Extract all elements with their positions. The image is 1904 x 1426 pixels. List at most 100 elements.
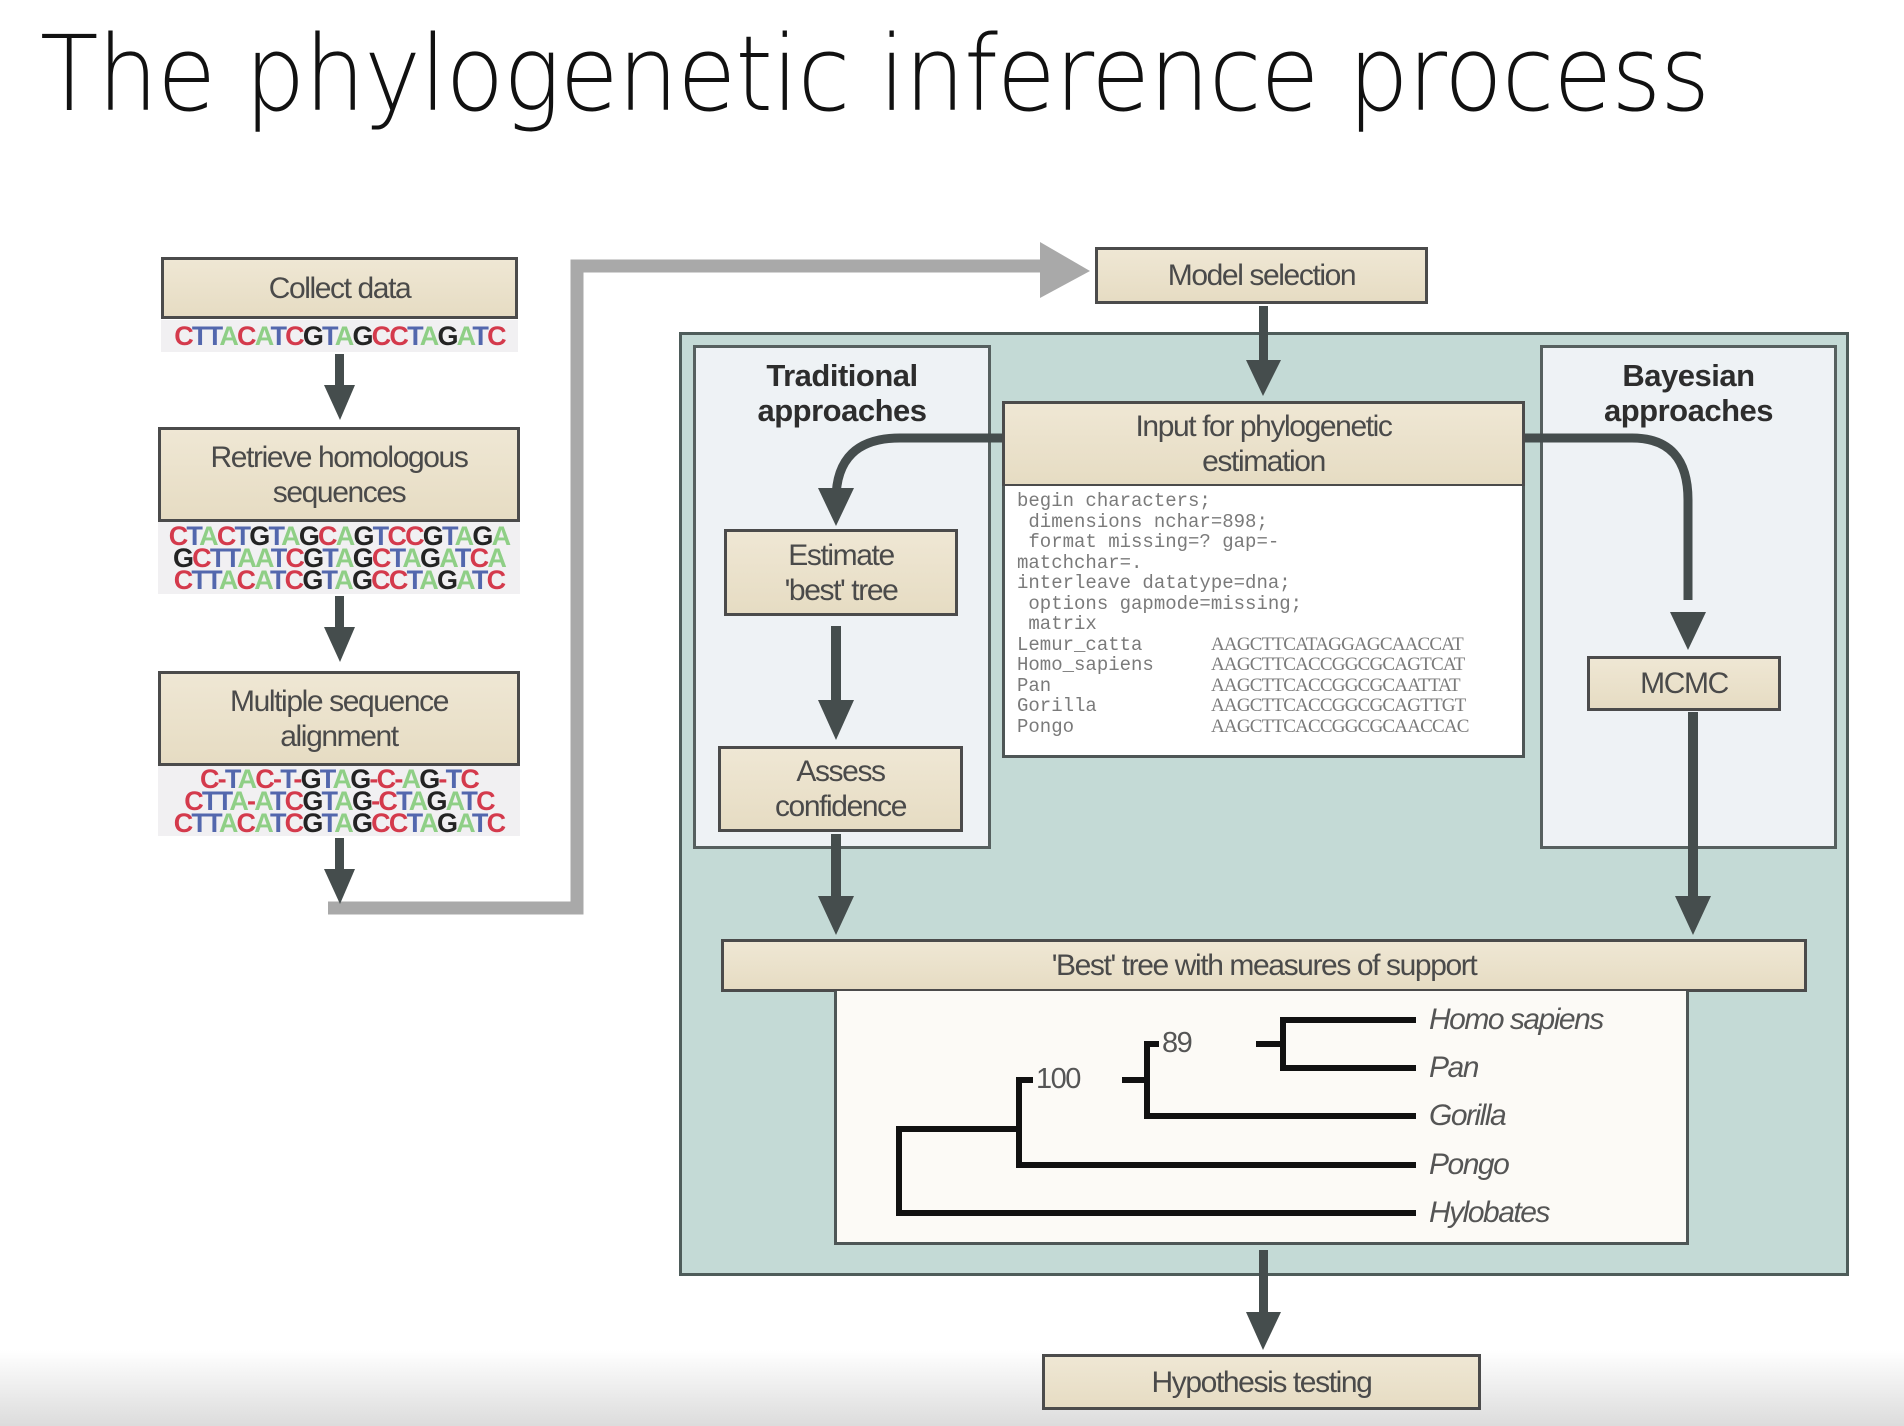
- nucleotide: A: [219, 321, 238, 351]
- nucleotide: C: [199, 764, 219, 794]
- matrix-sequence: AAGCTTCATAGGAGCAACCAT: [1211, 633, 1464, 655]
- nucleotide: C: [174, 321, 193, 351]
- nucleotide: A: [218, 565, 238, 595]
- estimate-best-tree-label: Estimate 'best' tree: [784, 538, 899, 607]
- nucleotide: G: [302, 786, 323, 816]
- nucleotide: T: [234, 521, 251, 551]
- sequence-row: CTTACATCGTAGCCTAGATC: [174, 320, 506, 352]
- nucleotide: T: [206, 808, 220, 838]
- input-estimation-label: Input for phylogenetic estimation: [1135, 410, 1392, 478]
- nucleotide: T: [471, 565, 488, 595]
- code-line: matchchar=.: [1017, 551, 1143, 574]
- hypothesis-testing-label: Hypothesis testing: [1151, 1365, 1373, 1399]
- arrow-to-hypothesis-head: [1246, 1312, 1281, 1350]
- nucleotide: C: [237, 321, 256, 351]
- collect-data-box: Collect data: [161, 257, 518, 319]
- nucleotide: T: [406, 808, 421, 838]
- nucleotide: C: [173, 565, 193, 595]
- code-line: matrix: [1017, 613, 1097, 635]
- best-tree-header: 'Best' tree with measures of support: [721, 939, 1807, 992]
- nucleotide: A: [334, 808, 353, 838]
- nucleotide: T: [206, 565, 220, 595]
- nucleotide: T: [268, 521, 282, 551]
- estimate-best-tree-box: Estimate 'best' tree: [724, 529, 958, 616]
- matrix-taxon: Pan: [1017, 674, 1052, 697]
- msa-label: Multiple sequence alignment: [229, 684, 449, 753]
- nucleotide: T: [280, 764, 295, 794]
- nucleotide: T: [191, 321, 208, 351]
- taxon-gorilla: Gorilla: [1429, 1099, 1507, 1132]
- nucleotide: G: [302, 565, 323, 595]
- nucleotide: A: [254, 786, 271, 816]
- nucleotide: T: [270, 543, 287, 573]
- best-tree-label: 'Best' tree with measures of support: [1051, 949, 1478, 982]
- hypothesis-testing-box: Hypothesis testing: [1042, 1354, 1481, 1410]
- nucleotide: A: [419, 565, 438, 595]
- retrieve-homologous-box: Retrieve homologous sequences: [158, 427, 520, 522]
- nucleotide: C: [255, 764, 274, 794]
- nucleotide: C: [486, 565, 506, 595]
- nucleotide: T: [322, 321, 336, 351]
- nucleotide: G: [300, 764, 322, 794]
- nucleotide: C: [388, 808, 408, 838]
- nucleotide: -: [217, 764, 227, 794]
- nucleotide: T: [216, 786, 231, 816]
- nucleotide: T: [224, 543, 239, 573]
- taxon-hylobates: Hylobates: [1429, 1196, 1550, 1229]
- support-value-89: 89: [1159, 1027, 1195, 1059]
- nucleotide: T: [191, 565, 207, 595]
- nucleotide: T: [206, 321, 221, 351]
- arrow-collect-to-retrieve-head: [324, 385, 355, 420]
- nucleotide: T: [269, 786, 286, 816]
- mcmc-label: MCMC: [1640, 667, 1729, 700]
- nucleotide: A: [237, 764, 257, 794]
- arrow-msa-down-head: [324, 869, 355, 904]
- nucleotide: T: [209, 543, 226, 573]
- branch-pongo: [1016, 1077, 1416, 1168]
- nexus-code-block: begin characters; dimensions nchar=898; …: [1002, 486, 1525, 758]
- branch-hylobates: [896, 1126, 1416, 1216]
- phylogenetic-tree-panel: 89 100 Homo sapiens Pan Gorilla Pongo Hy…: [834, 991, 1689, 1245]
- code-line: options gapmode=missing;: [1017, 592, 1303, 615]
- nucleotide: G: [436, 565, 458, 595]
- taxon-pan: Pan: [1429, 1051, 1479, 1084]
- sequence-row: CTTACATCGTAGCCTAGATC: [174, 810, 506, 837]
- nucleotide: C: [285, 543, 304, 573]
- input-estimation-box: Input for phylogenetic estimation: [1002, 401, 1525, 487]
- nucleotide: A: [419, 321, 439, 351]
- nucleotide: A: [419, 808, 438, 838]
- nucleotide: C: [285, 321, 304, 351]
- nucleotide: T: [191, 808, 207, 838]
- bayesian-approaches-title: Bayesian approaches: [1603, 358, 1774, 428]
- nucleotide: A: [254, 565, 271, 595]
- code-line: begin characters;: [1017, 490, 1211, 512]
- arrow-collect-to-retrieve-shaft: [335, 354, 344, 390]
- assess-confidence-box: Assess confidence: [718, 746, 963, 832]
- nucleotide: T: [407, 321, 421, 351]
- gray-connector-arrowhead: [1040, 242, 1090, 298]
- nucleotide: C: [487, 321, 506, 351]
- nucleotide: G: [303, 543, 324, 573]
- nucleotide: T: [406, 565, 421, 595]
- nucleotide: T: [269, 565, 286, 595]
- nucleotide: C: [192, 543, 211, 573]
- nucleotide: T: [321, 808, 336, 838]
- msa-box: Multiple sequence alignment: [158, 671, 520, 766]
- nucleotide: A: [254, 808, 271, 838]
- nucleotide: C: [216, 521, 236, 551]
- matrix-sequence: AAGCTTCACCGGCGCAGTCAT: [1211, 654, 1465, 675]
- nucleotide: G: [172, 543, 194, 573]
- matrix-taxon: Pongo: [1017, 715, 1075, 738]
- nucleotide: G: [437, 321, 458, 351]
- support-value-100: 100: [1033, 1063, 1083, 1095]
- nucleotide: T: [471, 808, 488, 838]
- taxon-pongo: Pongo: [1429, 1148, 1510, 1181]
- nucleotide: A: [218, 808, 238, 838]
- tree-svg: [896, 1017, 1416, 1216]
- nucleotide: C: [236, 565, 256, 595]
- slide-title: The phylogenetic inference process: [40, 13, 1710, 135]
- nucleotide: A: [229, 786, 248, 816]
